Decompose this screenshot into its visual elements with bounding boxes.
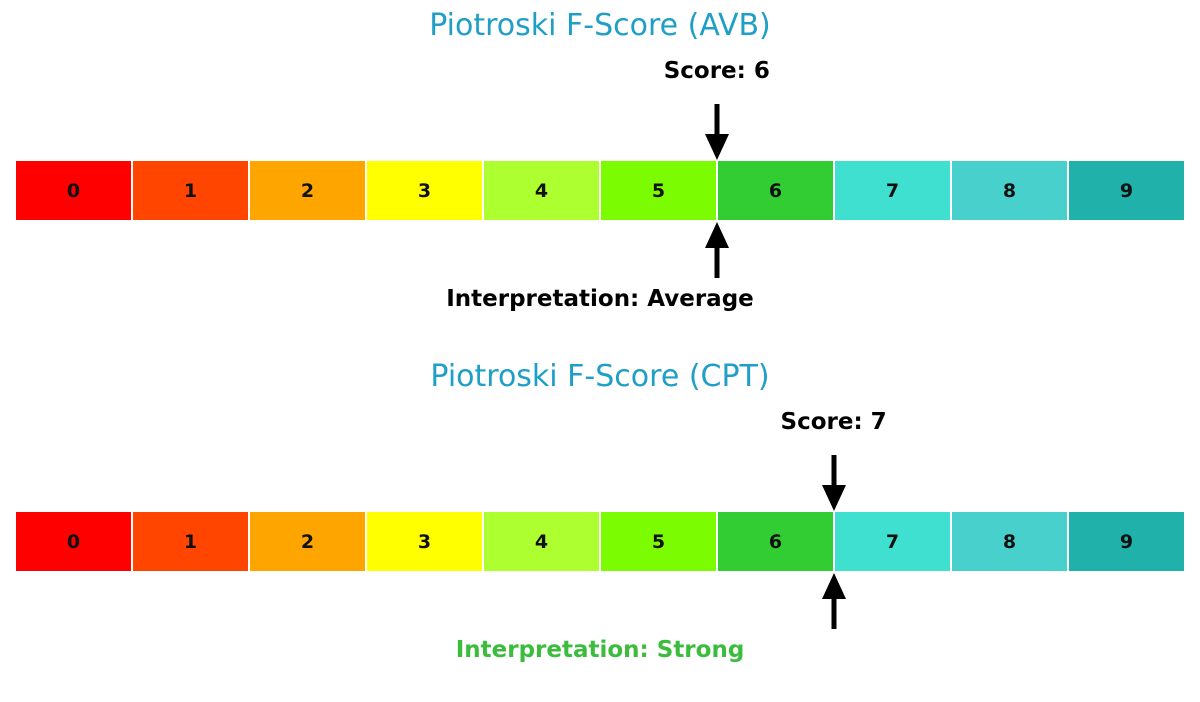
score-segment: 6 — [718, 512, 835, 571]
score-segment: 9 — [1069, 512, 1184, 571]
score-segment: 5 — [601, 512, 718, 571]
score-segment: 4 — [484, 512, 601, 571]
score-segment: 1 — [133, 512, 250, 571]
interpretation-label: Interpretation: Average — [446, 286, 754, 312]
score-label: Score: 7 — [780, 409, 887, 435]
score-segment: 3 — [367, 512, 484, 571]
score-segment: 6 — [718, 161, 835, 220]
chart-title: Piotroski F-Score (AVB) — [429, 8, 771, 43]
score-segment: 7 — [835, 161, 952, 220]
score-segment: 4 — [484, 161, 601, 220]
score-segment: 1 — [133, 161, 250, 220]
score-segment: 7 — [835, 512, 952, 571]
score-arrow-up-icon — [704, 222, 729, 278]
score-segment: 3 — [367, 161, 484, 220]
interpretation-label: Interpretation: Strong — [455, 637, 745, 663]
score-arrow-up-icon — [821, 573, 846, 629]
score-label: Score: 6 — [663, 58, 770, 84]
score-segment: 0 — [16, 512, 133, 571]
score-segment: 8 — [952, 512, 1069, 571]
score-segment: 5 — [601, 161, 718, 220]
score-segment: 0 — [16, 161, 133, 220]
score-segment: 2 — [250, 512, 367, 571]
score-segment: 8 — [952, 161, 1069, 220]
score-segment: 2 — [250, 161, 367, 220]
score-arrow-down-icon — [704, 104, 729, 160]
chart-title: Piotroski F-Score (CPT) — [430, 359, 770, 394]
score-segment: 9 — [1069, 161, 1184, 220]
score-arrow-down-icon — [821, 455, 846, 511]
